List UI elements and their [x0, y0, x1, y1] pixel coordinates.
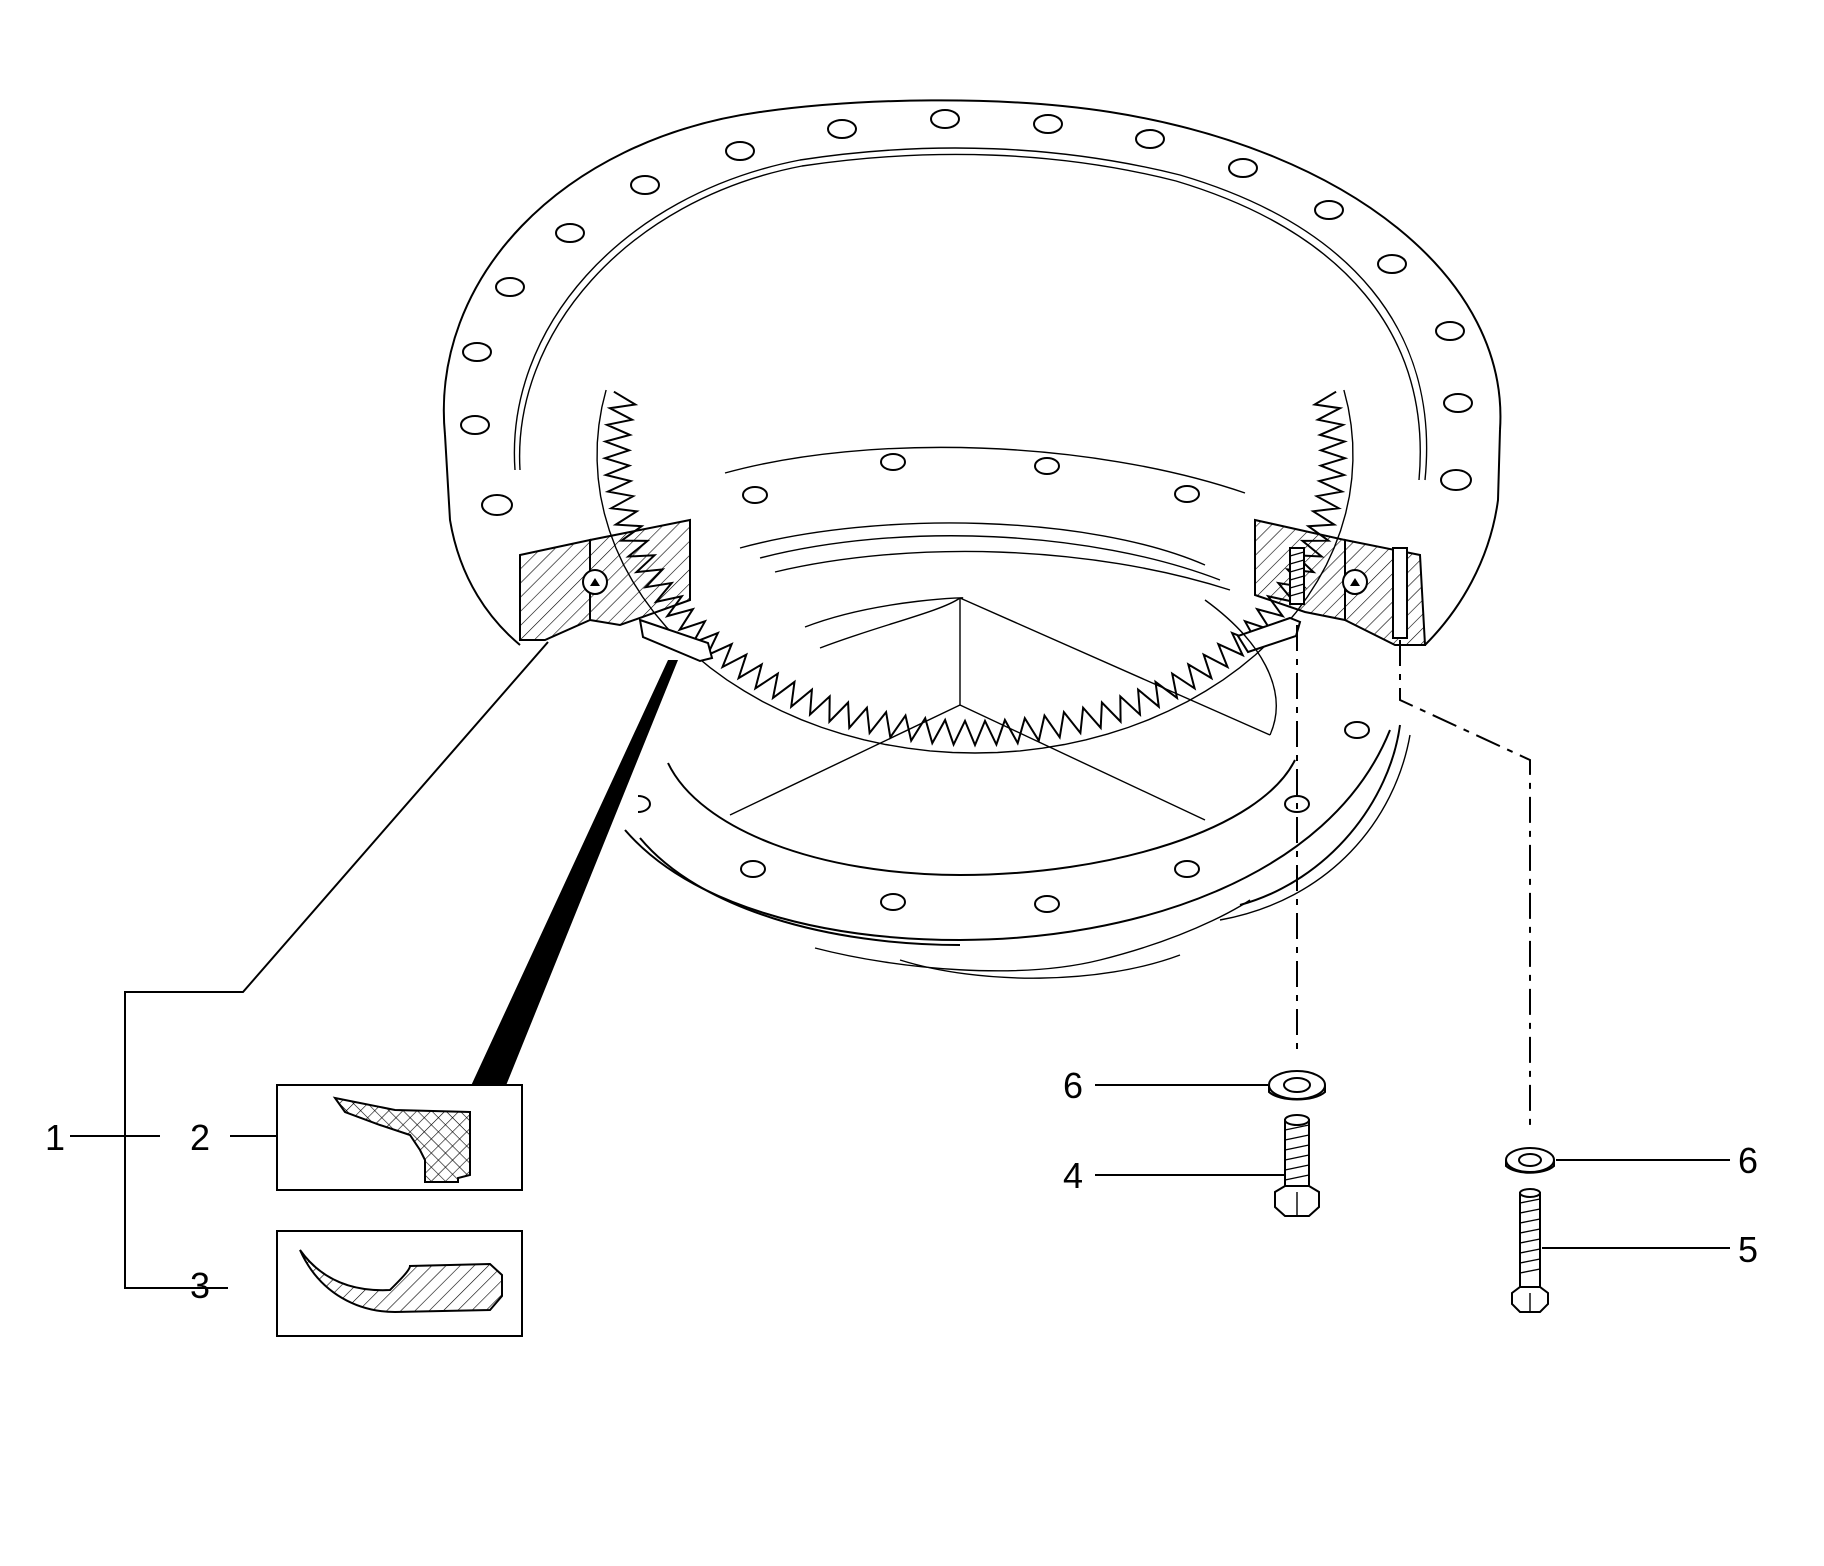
callout-6-right: 6 — [1738, 1140, 1758, 1181]
bolt-5 — [1511, 1188, 1549, 1313]
ring-cross-section-left — [519, 518, 714, 663]
ring-bolt-holes — [460, 109, 1473, 516]
callout-4: 4 — [1063, 1155, 1083, 1196]
callout-1: 1 — [45, 1117, 65, 1158]
internal-gear-teeth — [596, 389, 1354, 754]
leader-lines — [70, 641, 678, 1289]
washer-6-left — [1268, 1070, 1326, 1101]
assembly-lines — [1296, 625, 1531, 1130]
callout-2: 2 — [190, 1117, 210, 1158]
detail-box-seal-3 — [276, 1230, 523, 1337]
callout-5: 5 — [1738, 1229, 1758, 1270]
detail-box-seal-2 — [276, 1084, 523, 1191]
hardware-callout-lines — [1095, 1084, 1730, 1249]
washer-6-right — [1505, 1147, 1555, 1174]
bolt-4 — [1274, 1114, 1320, 1217]
callout-3: 3 — [190, 1265, 210, 1306]
slewing-ring-outer — [442, 99, 1502, 646]
inner-ring-bolt-holes — [637, 453, 1370, 913]
ring-cross-section-right — [1236, 518, 1427, 654]
slewing-ring-inner — [624, 446, 1411, 979]
callout-6-left: 6 — [1063, 1065, 1083, 1106]
